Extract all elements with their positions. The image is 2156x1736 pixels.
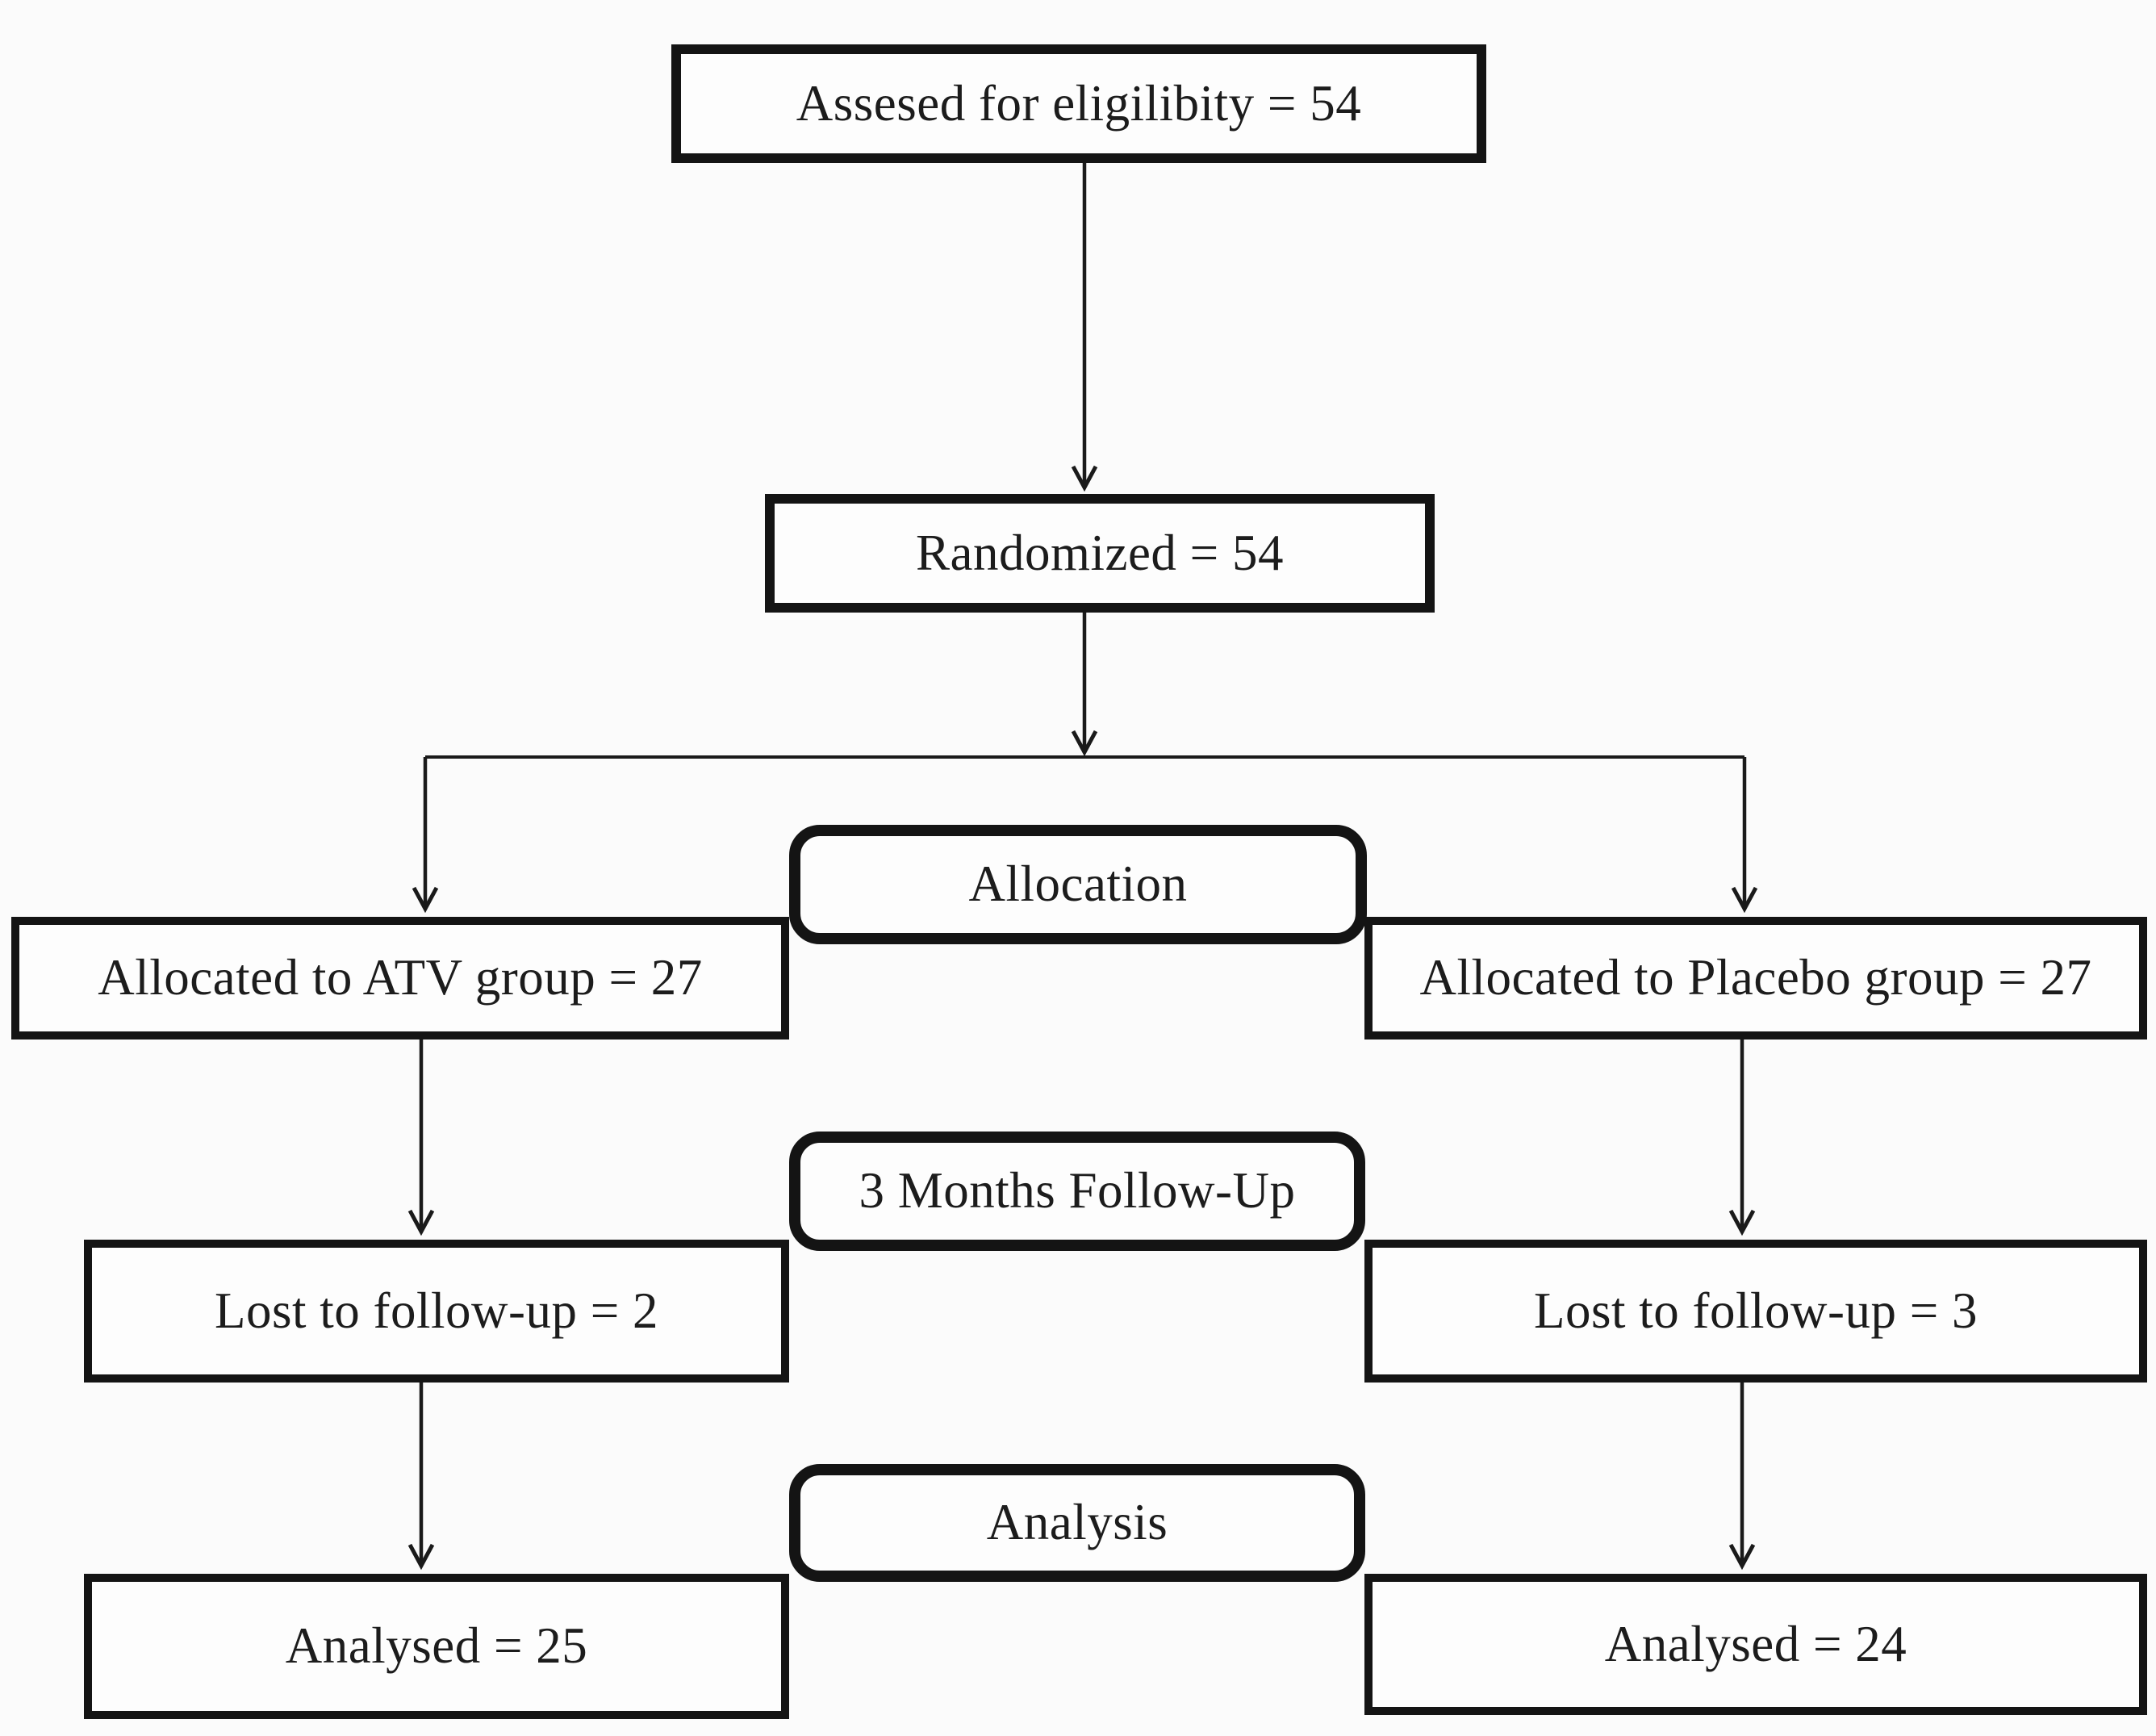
stage-allocation: Allocation (789, 825, 1367, 944)
node-assessed-for-eligibility: Assesed for eligilibity = 54 (671, 44, 1486, 163)
stage-analysis: Analysis (789, 1464, 1365, 1582)
node-analysed-atv: Analysed = 25 (84, 1574, 789, 1719)
node-allocated-placebo-group: Allocated to Placebo group = 27 (1364, 917, 2147, 1040)
node-allocated-atv-group: Allocated to ATV group = 27 (11, 917, 789, 1040)
stage-3-months-follow-up: 3 Months Follow-Up (789, 1132, 1365, 1251)
node-analysed-placebo: Analysed = 24 (1364, 1574, 2147, 1715)
node-randomized: Randomized = 54 (765, 494, 1435, 613)
node-lost-to-followup-atv: Lost to follow-up = 2 (84, 1240, 789, 1383)
node-lost-to-followup-placebo: Lost to follow-up = 3 (1364, 1240, 2147, 1383)
